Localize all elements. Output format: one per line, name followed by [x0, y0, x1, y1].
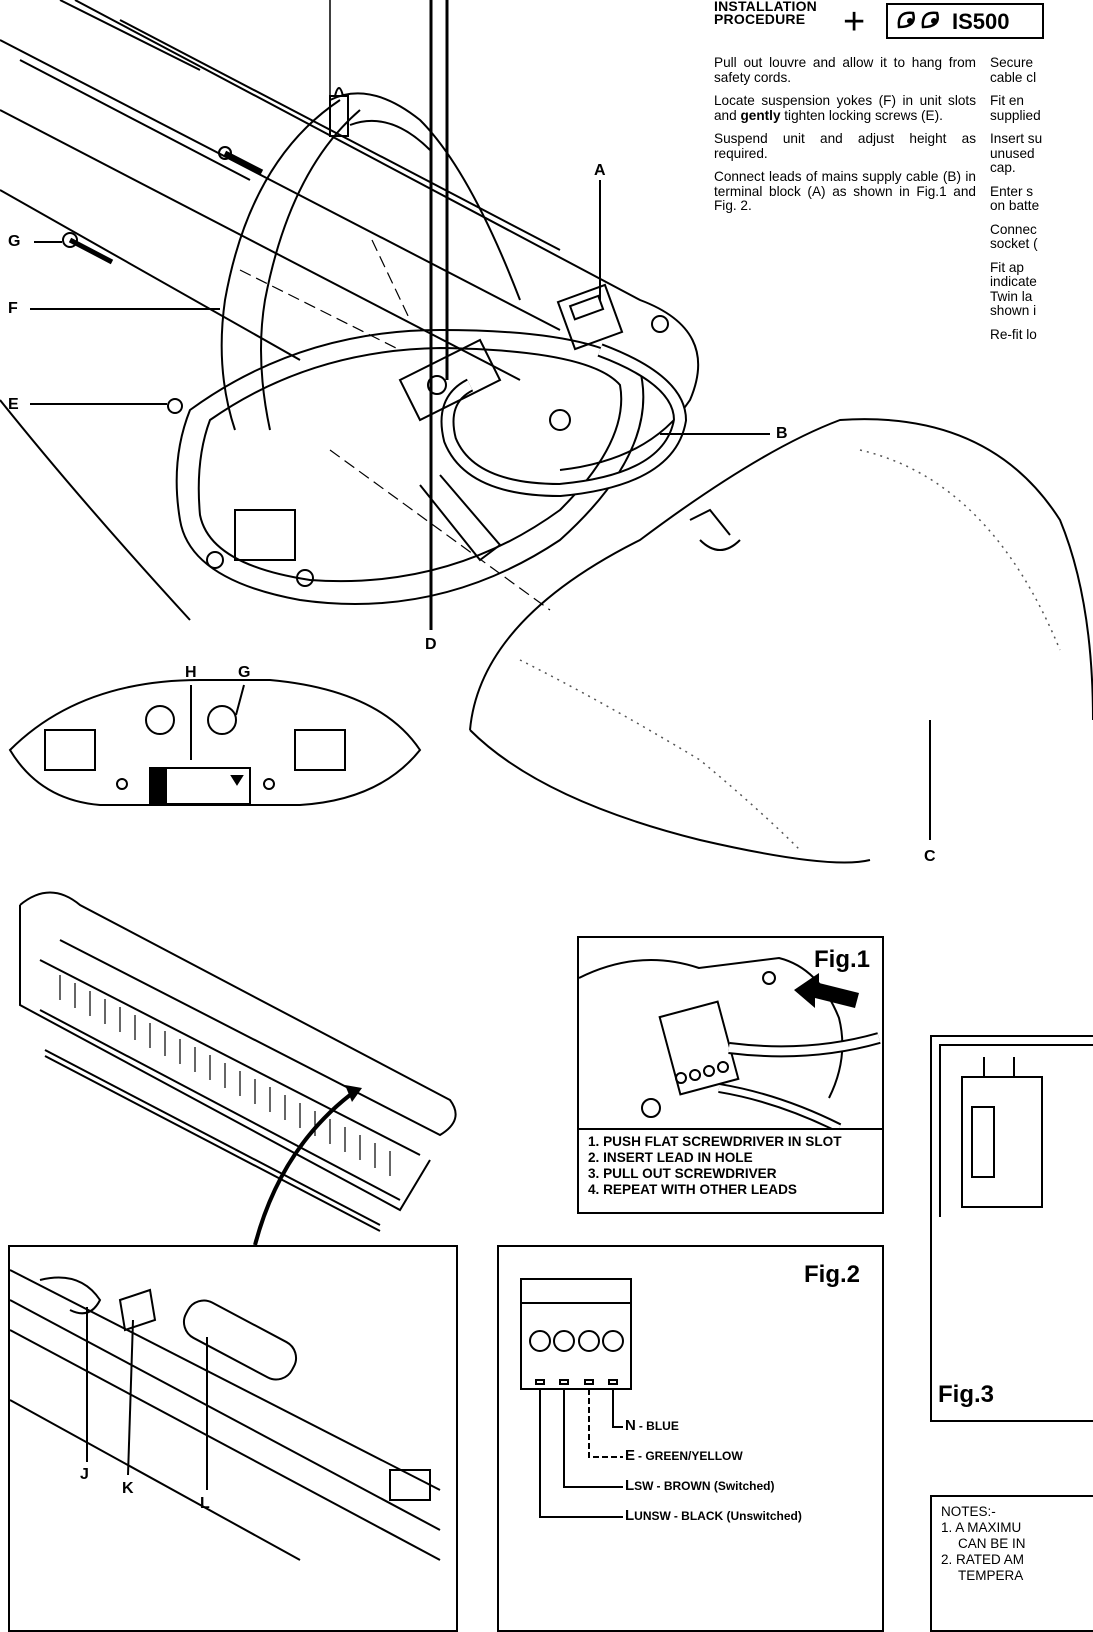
fig1-terminal-drawing	[579, 956, 881, 1128]
wire-desc: - BLACK (Unswitched)	[673, 1509, 802, 1523]
col2-line: Enter s	[990, 183, 1034, 199]
label-b: B	[776, 425, 788, 442]
wire-code: N	[625, 1417, 636, 1434]
label-j: J	[80, 1466, 89, 1483]
header-line-1: INSTALLATION	[714, 0, 817, 14]
notes-box: NOTES:- 1. A MAXIMU CAN BE IN 2. RATED A…	[930, 1495, 1093, 1632]
col2-line: cable cl	[990, 69, 1037, 85]
instruction-4: Connect leads of mains supply cable (B) …	[714, 169, 976, 213]
wire-code: L	[625, 1507, 635, 1524]
luminaire-side-drawing	[19, 891, 457, 1232]
wire-live-switched: LSW- BROWN (Switched)	[625, 1477, 775, 1494]
plus-sign: +	[843, 1, 866, 43]
instruction-3: Suspend unit and adjust height as requir…	[714, 131, 976, 161]
label-l: L	[200, 1495, 210, 1512]
col2-line: Connec	[990, 221, 1037, 237]
fig1-step: 1. PUSH FLAT SCREWDRIVER IN SLOT	[588, 1134, 842, 1149]
instruction-1: Pull out louvre and allow it to hang fro…	[714, 55, 976, 85]
wire-sub: SW	[634, 1479, 654, 1493]
label-f: F	[8, 300, 18, 317]
emphasis-word: gently	[740, 107, 781, 123]
instructions-column-1: Pull out louvre and allow it to hang fro…	[714, 55, 976, 223]
wire-code: E	[625, 1447, 636, 1464]
fig2-wiring-drawing	[520, 1278, 632, 1518]
wire-desc: - GREEN/YELLOW	[638, 1449, 743, 1463]
fig1-step: 3. PULL OUT SCREWDRIVER	[588, 1166, 777, 1181]
fig1-step: 4. REPEAT WITH OTHER LEADS	[588, 1182, 797, 1197]
instructions-column-2: Secure cable cl Fit en supplied Insert s…	[990, 55, 1093, 342]
detail-arrow	[253, 1093, 352, 1246]
label-leaders	[30, 180, 931, 1490]
fig1-steps: 1. PUSH FLAT SCREWDRIVER IN SLOT 2. INSE…	[588, 1134, 842, 1198]
louvre-drawing	[469, 418, 1093, 864]
label-g-end-plate: G	[238, 664, 251, 681]
fig1-divider	[579, 1128, 882, 1130]
louvre-stipple	[519, 449, 1061, 851]
header-title: INSTALLATION PROCEDURE	[714, 0, 817, 26]
col2-line: Fit ap	[990, 259, 1024, 275]
louvre-blades	[59, 975, 391, 1176]
fig1-box: Fig.1 1. PUSH FLAT SCREWDRIVER IN SLOT 2…	[577, 936, 884, 1214]
col2-line: Fit en	[990, 93, 1024, 108]
wire-sub: UNSW	[634, 1509, 671, 1523]
label-d: D	[425, 636, 437, 653]
label-h: H	[185, 664, 197, 681]
alignment-lines	[239, 239, 551, 611]
notes-content: NOTES:- 1. A MAXIMU CAN BE IN 2. RATED A…	[941, 1504, 1026, 1584]
label-a: A	[594, 162, 606, 179]
instruction-2: Locate suspension yokes (F) in unit slot…	[714, 93, 976, 123]
wire-neutral: N- BLUE	[625, 1417, 679, 1434]
notes-line: CAN BE IN	[958, 1536, 1026, 1551]
logo-text: IS500	[952, 9, 1010, 34]
fig2-title: Fig.2	[803, 1261, 860, 1288]
end-plate-drawing	[8, 679, 422, 806]
notes-line: 2. RATED AM	[941, 1552, 1025, 1567]
fig3-title: Fig.3	[938, 1381, 995, 1408]
label-c: C	[924, 848, 936, 865]
lamp-detail-box	[8, 1245, 458, 1632]
label-e: E	[8, 396, 19, 413]
wire-earth: E- GREEN/YELLOW	[625, 1447, 743, 1464]
fig1-title: Fig.1	[813, 946, 870, 973]
notes-line: TEMPERA	[958, 1568, 1024, 1583]
col2-line: socket (	[990, 236, 1038, 251]
lamp-detail-drawing	[9, 1269, 441, 1561]
eyes-logo-icon	[897, 11, 939, 29]
wire-desc: - BLUE	[638, 1419, 679, 1433]
instruction-2-text: Locate suspension yokes (F) in unit slot…	[714, 93, 976, 123]
col2-line: Secure	[990, 55, 1034, 70]
col2-line: unused	[990, 145, 1035, 161]
wire-code: L	[625, 1477, 635, 1494]
col2-line: Re-fit lo	[990, 326, 1037, 342]
col2-line: cap.	[990, 160, 1016, 175]
label-g: G	[8, 233, 21, 250]
push-arrow-icon	[794, 973, 859, 1008]
fig1-step: 2. INSERT LEAD IN HOLE	[588, 1150, 753, 1165]
label-k: K	[122, 1480, 134, 1497]
col2-line: Insert su	[990, 131, 1043, 146]
notes-line: 1. A MAXIMU	[941, 1520, 1022, 1535]
col2-line: supplied	[990, 107, 1041, 123]
col2-line: on batte	[990, 198, 1040, 213]
wire-live-unswitched: LUNSW- BLACK (Unswitched)	[625, 1507, 802, 1524]
fig3-box: Fig.3	[930, 1035, 1093, 1422]
col2-line: Twin la	[990, 288, 1033, 304]
fig3-lamp-drawing	[939, 1044, 1093, 1217]
luminaire-body-drawing	[0, 0, 700, 621]
header-line-2: PROCEDURE	[714, 11, 806, 27]
is500-logo: IS500	[886, 3, 1044, 39]
col2-line: shown i	[990, 303, 1037, 318]
col2-line: indicate	[990, 274, 1037, 289]
notes-heading: NOTES:-	[941, 1504, 996, 1519]
wire-desc: - BROWN (Switched)	[656, 1479, 775, 1493]
fig2-box: Fig.2 N- BLUE E- GREEN/YELLOW LSW- BROWN…	[497, 1245, 884, 1632]
